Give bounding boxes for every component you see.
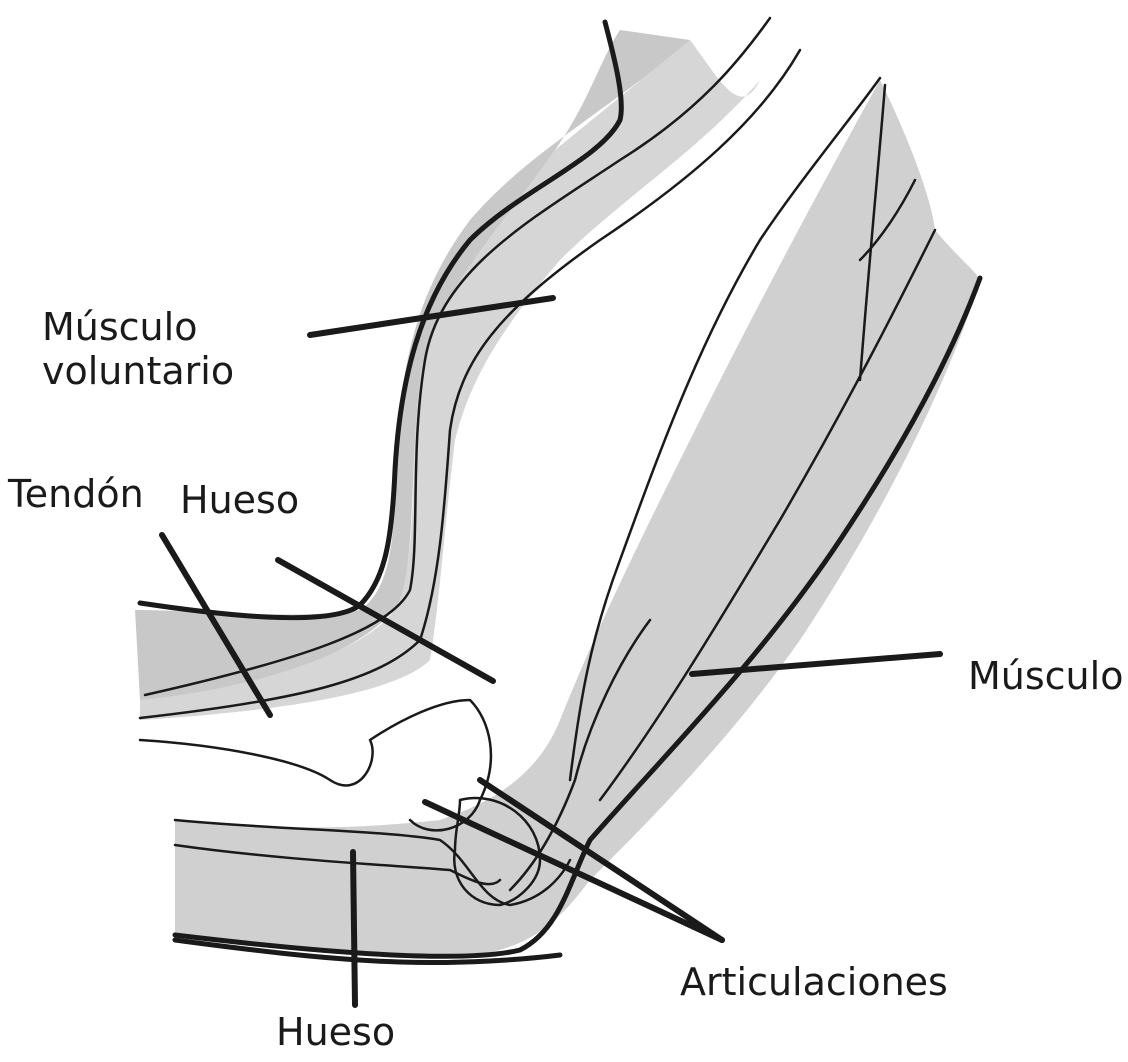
- label-tendon: Tendón: [8, 472, 144, 516]
- upper-arm-outer-outline: [140, 22, 621, 618]
- label-voluntary-muscle-line2: voluntario: [42, 349, 234, 393]
- label-joints: Articulaciones: [680, 960, 948, 1004]
- label-bone-upper: Hueso: [180, 478, 299, 522]
- leader-line-bone-lower: [353, 852, 355, 1005]
- label-voluntary-muscle-line1: Músculo: [42, 305, 197, 349]
- label-bone-lower: Hueso: [276, 1010, 395, 1054]
- label-muscle: Músculo: [968, 654, 1123, 698]
